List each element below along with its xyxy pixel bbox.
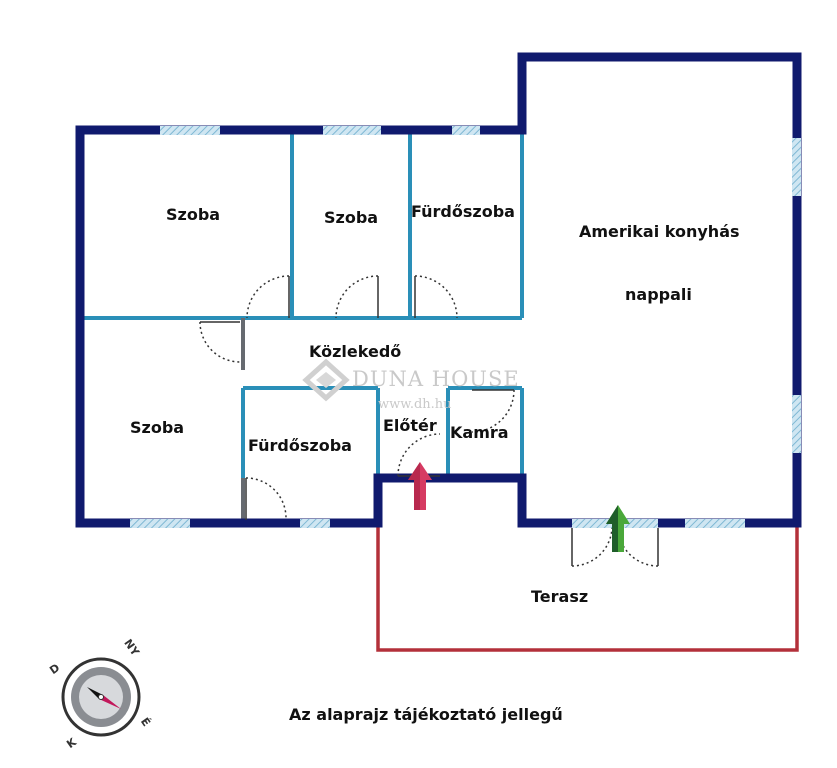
compass-letter-k: K <box>64 735 79 751</box>
watermark-url: www.dh.hu <box>378 397 452 412</box>
compass-letter-d: D <box>47 661 62 677</box>
compass-letter-e: É <box>138 715 153 729</box>
room-label-szoba-3: Szoba <box>130 418 184 437</box>
room-label-nappali-line2: nappali <box>625 285 692 304</box>
room-label-szoba-2: Szoba <box>324 208 378 227</box>
room-label-szoba-1: Szoba <box>166 205 220 224</box>
windows <box>130 126 801 528</box>
watermark-brand: DUNA HOUSE <box>352 367 520 391</box>
entry-arrow-icon <box>408 462 432 510</box>
inner-walls <box>80 130 524 520</box>
room-label-kamra: Kamra <box>450 423 509 442</box>
disclaimer-note: Az alaprajz tájékoztató jellegű <box>289 705 563 724</box>
outer-walls <box>75 52 802 528</box>
room-label-nappali-line1: Amerikai konyhás <box>579 222 740 241</box>
room-label-furdoszoba-2: Fürdőszoba <box>248 436 352 455</box>
room-label-terasz: Terasz <box>531 587 588 606</box>
room-label-furdoszoba-1: Fürdőszoba <box>411 202 515 221</box>
terrace-outline <box>376 525 799 652</box>
watermark-logo-icon <box>302 358 350 402</box>
room-label-kozlekedo: Közlekedő <box>309 342 401 361</box>
room-label-eloter: Előtér <box>383 416 437 435</box>
watermark: DUNA HOUSE www.dh.hu <box>302 358 520 412</box>
terrace-arrow-icon <box>606 505 630 552</box>
compass-letter-ny: NY <box>121 637 142 659</box>
compass-icon <box>61 657 141 737</box>
